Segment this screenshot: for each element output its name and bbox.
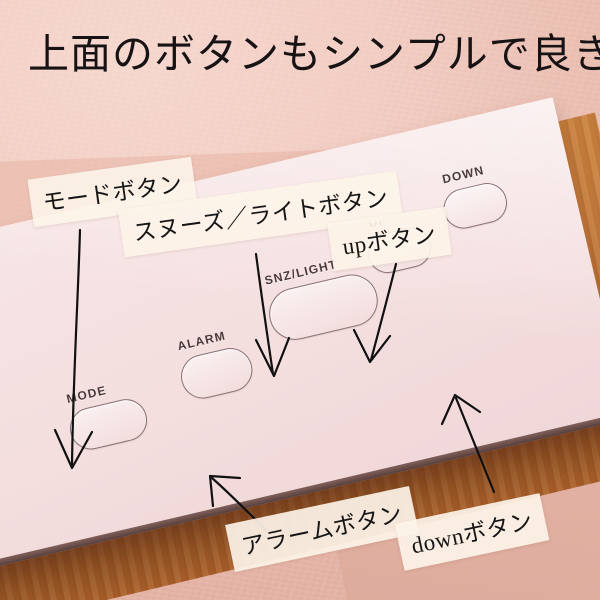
down-button[interactable]	[439, 179, 512, 233]
button-label-down: DOWN	[440, 163, 486, 187]
alarm-button[interactable]	[176, 343, 257, 403]
button-label-mode: MODE	[65, 383, 109, 407]
mode-button[interactable]	[65, 394, 152, 454]
page-title: 上面のボタンもシンプルで良き	[28, 31, 600, 77]
